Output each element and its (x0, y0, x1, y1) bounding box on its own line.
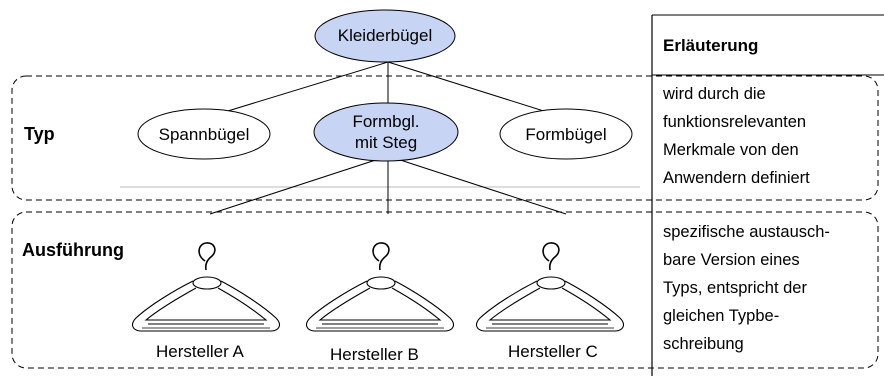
typ-section-box (11, 75, 879, 201)
manufacturer-label: Hersteller A (156, 342, 244, 361)
explanation-ausfuehrung-line: schreibung (663, 335, 744, 353)
ausfuehrung-section-box (11, 211, 879, 369)
manufacturer-label: Hersteller B (330, 345, 419, 364)
hanger-icon (131, 242, 281, 332)
edge-root-spannbuegel (204, 61, 389, 119)
hanger-icon (305, 242, 455, 332)
section-label-ausfuehrung: Ausführung (22, 240, 124, 260)
explanation-ausfuehrung-line: Typs, entspricht der (663, 279, 807, 297)
explanation-typ-line: Anwendern definiert (663, 169, 810, 187)
explanation-typ-line: Merkmale von den (663, 141, 799, 159)
explanation-ausfuehrung-line: spezifische austausch- (663, 223, 830, 241)
explanation-header: Erläuterung (663, 36, 759, 55)
node-kleiderbuegel (314, 9, 456, 63)
node-label-formbgl-line2: mit Steg (354, 133, 418, 152)
explanation-ausfuehrung-line: gleichen Typbe- (663, 307, 780, 325)
node-label-kleiderbuegel: Kleiderbügel (337, 26, 433, 45)
node-formbgl-mit-steg (313, 102, 459, 162)
section-label-typ: Typ (24, 124, 55, 144)
edge-steg-herstellerC (387, 155, 567, 215)
node-spannbuegel (137, 108, 271, 160)
explanation-typ-line: wird durch die (663, 85, 766, 103)
edge-root-formbuegel (387, 61, 567, 119)
node-label-spannbuegel: Spannbügel (158, 125, 250, 144)
manufacturer-label: Hersteller C (508, 342, 598, 361)
hanger-icon (475, 242, 625, 332)
node-label-formbuegel: Formbügel (525, 125, 607, 144)
edge-steg-herstellerA (209, 155, 389, 215)
node-formbuegel (499, 108, 633, 160)
explanation-ausfuehrung-line: bare Version eines (663, 251, 800, 269)
explanation-typ-line: funktionsrelevanten (663, 113, 807, 131)
node-label-formbgl-line1: Formbgl. (352, 112, 420, 131)
